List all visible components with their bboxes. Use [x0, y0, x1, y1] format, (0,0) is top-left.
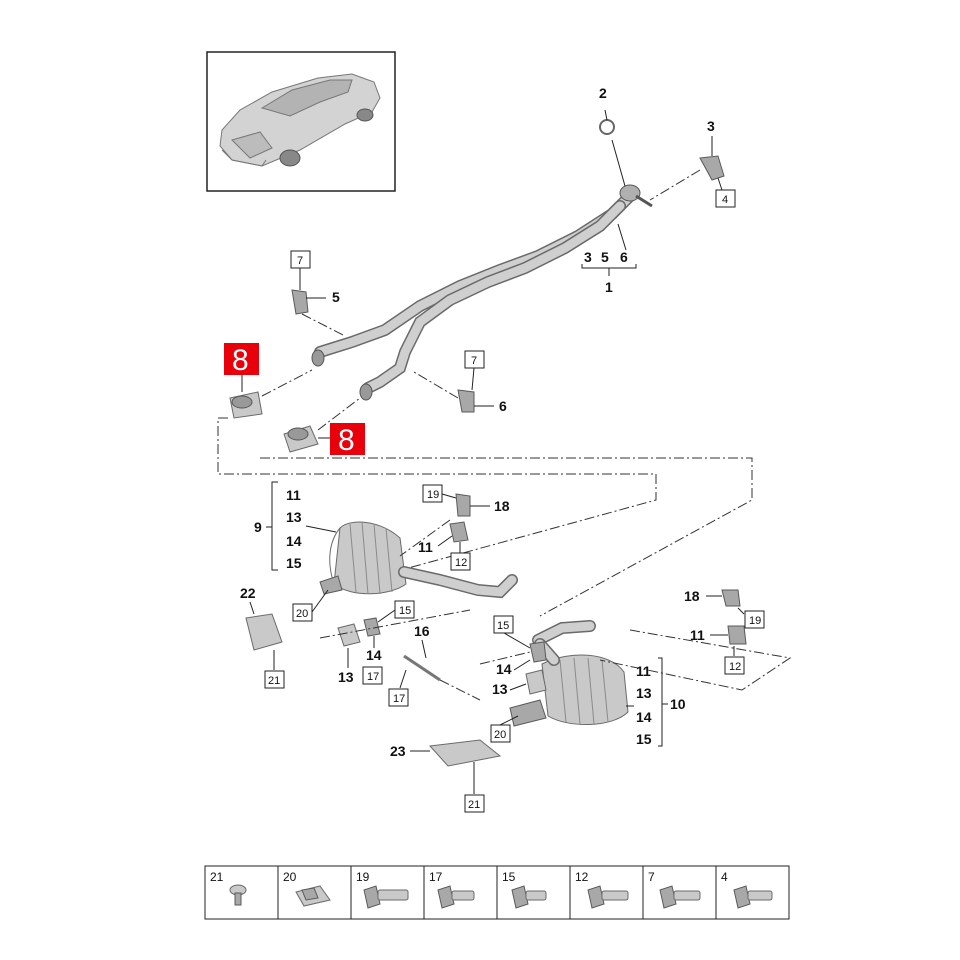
- part-8-clamp-upper: [229, 391, 263, 419]
- callout-19-box-upper: 19: [427, 489, 439, 501]
- callout-21-box-left: 21: [268, 675, 280, 687]
- fastener-label-4: 4: [721, 870, 728, 884]
- part-14-bracket-left: [363, 617, 381, 637]
- callout-13-bracket: 13: [338, 669, 354, 685]
- callout-3-top: 3: [707, 118, 715, 134]
- fastener-label-17: 17: [429, 870, 443, 884]
- callout-11-left: 11: [286, 487, 301, 503]
- callout-20-box-left: 20: [296, 608, 308, 620]
- bolt-icon: [659, 885, 701, 909]
- fastener-label-15: 15: [502, 870, 516, 884]
- callout-13-bracket-right: 13: [492, 681, 508, 697]
- callout-20-box-right: 20: [494, 729, 506, 741]
- callout-10: 10: [670, 696, 686, 712]
- part-11-rubber-mount-right: [727, 625, 747, 645]
- vehicle-thumbnail: [206, 51, 396, 192]
- callout-7-box-lower: 7: [471, 355, 477, 367]
- callout-17-box: 17: [393, 693, 405, 705]
- callout-7-box-upper: 7: [297, 255, 303, 267]
- callout-22: 22: [240, 585, 256, 601]
- bolt-icon: [733, 885, 773, 909]
- bolt-icon: [511, 885, 547, 909]
- callout-6: 6: [620, 249, 628, 265]
- part-13-bracket-right: [525, 669, 547, 695]
- bolt-icon: [437, 885, 475, 909]
- front-pipe-assembly: [311, 184, 653, 401]
- callout-1: 1: [605, 279, 613, 295]
- callout-14-left: 14: [286, 533, 302, 549]
- callout-18-right: 18: [684, 588, 700, 604]
- callout-12-box-left: 12: [455, 557, 467, 569]
- part-5-hanger: [291, 289, 309, 315]
- screw-icon: [229, 884, 247, 906]
- callout-8-upper: 8: [232, 344, 249, 377]
- fastener-legend-table: 21 20 19 17 15 12 7 4: [204, 865, 790, 920]
- callout-19-box-right: 19: [749, 615, 761, 627]
- part-8-clamp-lower: [283, 425, 319, 453]
- callout-4-box: 4: [722, 194, 728, 206]
- part-16-strap: [403, 654, 441, 682]
- callout-13-right: 13: [636, 685, 652, 701]
- callout-11-mount-right: 11: [690, 627, 705, 643]
- callout-23: 23: [390, 743, 406, 759]
- callout-11-right: 11: [636, 663, 651, 679]
- part-11-rubber-mount-left: [449, 521, 469, 543]
- callout-15-box-left: 15: [399, 605, 411, 617]
- part-6-hanger: [457, 389, 475, 413]
- part-2-clamp-ring: [599, 119, 615, 135]
- bolt-icon: [363, 885, 409, 909]
- callout-14-bracket: 14: [366, 647, 382, 663]
- fastener-label-21: 21: [210, 870, 224, 884]
- callout-18-upper: 18: [494, 498, 510, 514]
- callout-3: 3: [584, 249, 592, 265]
- callout-5: 5: [601, 249, 609, 265]
- callout-15-left: 15: [286, 555, 302, 571]
- callout-8-lower: 8: [338, 424, 355, 457]
- fastener-label-12: 12: [575, 870, 589, 884]
- callout-2: 2: [599, 85, 607, 101]
- part-13-bracket-left: [337, 623, 361, 647]
- clip-nut-icon: [295, 885, 331, 907]
- fastener-label-7: 7: [648, 870, 655, 884]
- part-3-bracket: [699, 155, 725, 181]
- part-9-muffler-left: [319, 521, 518, 599]
- callout-21-box-right: 21: [468, 799, 480, 811]
- part-23-heat-shield-right: [428, 739, 502, 767]
- callout-11-mount-left: 11: [418, 539, 433, 555]
- callout-16: 16: [414, 623, 430, 639]
- part-18-hanger-right: [721, 589, 741, 607]
- fastener-label-19: 19: [356, 870, 370, 884]
- part-22-heat-shield-left: [245, 613, 283, 651]
- callout-14-right: 14: [636, 709, 652, 725]
- callout-15-right: 15: [636, 731, 652, 747]
- part-18-hanger-upper: [455, 493, 471, 517]
- callout-6-side: 6: [499, 398, 507, 414]
- part-14-bracket-right: [529, 641, 547, 663]
- bolt-icon: [587, 885, 629, 909]
- callout-5-side: 5: [332, 289, 340, 305]
- callout-14-bracket-right: 14: [496, 661, 512, 677]
- callout-17-box-left: 17: [367, 671, 379, 683]
- callout-12-box-right: 12: [729, 661, 741, 673]
- fastener-label-20: 20: [283, 870, 297, 884]
- callout-9: 9: [254, 519, 262, 535]
- callout-15-box-right: 15: [497, 620, 509, 632]
- callout-13-left: 13: [286, 509, 302, 525]
